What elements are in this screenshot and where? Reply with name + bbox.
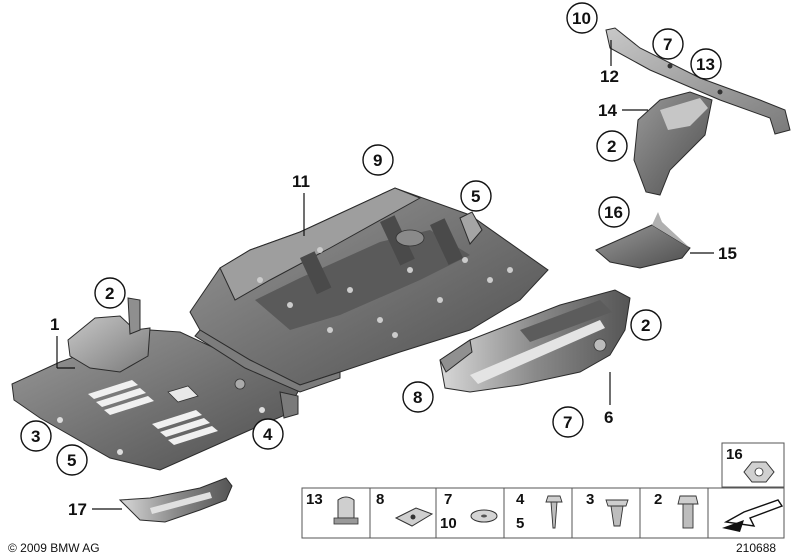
svg-text:16: 16 <box>726 446 743 463</box>
svg-text:7: 7 <box>444 491 452 508</box>
fastener-legend: 16 13 8 7 10 4 5 3 2 <box>301 442 785 539</box>
callout-6: 6 <box>604 372 613 427</box>
svg-text:3: 3 <box>31 427 40 446</box>
callout-7-top: 7 <box>652 28 684 60</box>
copyright-text: © 2009 BMW AG <box>8 541 100 555</box>
callout-11: 11 <box>292 172 310 236</box>
clip-icon <box>333 496 359 525</box>
svg-text:4: 4 <box>516 491 525 508</box>
callout-15: 15 <box>690 244 737 263</box>
svg-text:5: 5 <box>471 187 480 206</box>
legend-cell-13 <box>301 487 371 539</box>
legend-cell-4-5 <box>503 487 573 539</box>
svg-text:7: 7 <box>563 413 572 432</box>
callout-9: 9 <box>362 144 394 176</box>
callout-7-side: 7 <box>552 406 584 438</box>
svg-text:4: 4 <box>263 425 273 444</box>
callout-10: 10 <box>566 2 598 34</box>
svg-text:17: 17 <box>68 500 87 519</box>
cover-plate <box>595 212 691 269</box>
wheel-arch-panel <box>633 91 713 196</box>
svg-text:10: 10 <box>440 515 457 532</box>
expanding-rivet-icon <box>605 499 629 527</box>
front-underbody-panel <box>11 297 301 471</box>
svg-text:3: 3 <box>586 491 594 508</box>
svg-text:6: 6 <box>604 408 613 427</box>
callout-2-arch: 2 <box>596 130 628 162</box>
callout-8: 8 <box>402 381 434 413</box>
callout-2-side: 2 <box>630 309 662 341</box>
callout-17: 17 <box>68 500 122 519</box>
svg-text:14: 14 <box>598 101 617 120</box>
svg-text:7: 7 <box>663 35 672 54</box>
svg-text:15: 15 <box>718 244 737 263</box>
callout-1: 1 <box>50 315 75 369</box>
direction-arrow-icon <box>722 499 784 532</box>
svg-text:9: 9 <box>373 151 382 170</box>
small-bracket <box>118 477 233 523</box>
svg-text:8: 8 <box>413 388 422 407</box>
central-underbody-panel <box>189 187 549 393</box>
side-underbody-panel <box>439 289 631 393</box>
svg-text:2: 2 <box>607 137 616 156</box>
svg-text:2: 2 <box>105 284 114 303</box>
diagram-number: 210688 <box>736 541 776 555</box>
callout-5-front: 5 <box>56 444 88 476</box>
svg-text:5: 5 <box>67 451 76 470</box>
svg-text:13: 13 <box>306 491 323 508</box>
callout-16: 16 <box>598 196 630 228</box>
callout-5-centre: 5 <box>460 180 492 212</box>
legend-cell-2 <box>639 487 709 539</box>
strut-bracket <box>605 27 791 135</box>
svg-text:10: 10 <box>572 9 591 28</box>
svg-text:13: 13 <box>696 55 715 74</box>
bolt-icon <box>677 495 699 529</box>
callout-12: 12 <box>600 40 619 86</box>
svg-text:8: 8 <box>376 491 384 508</box>
svg-text:16: 16 <box>604 203 623 222</box>
callout-14: 14 <box>598 101 648 120</box>
svg-text:5: 5 <box>516 515 524 532</box>
svg-text:2: 2 <box>641 316 650 335</box>
screw-icon <box>545 495 563 529</box>
legend-cell-3 <box>571 487 641 539</box>
svg-text:11: 11 <box>292 172 310 191</box>
callout-13: 13 <box>690 48 722 80</box>
svg-text:2: 2 <box>654 491 662 508</box>
svg-text:1: 1 <box>50 315 59 334</box>
callout-4: 4 <box>252 418 284 450</box>
callout-3: 3 <box>20 420 52 452</box>
callout-2-front: 2 <box>94 277 126 309</box>
svg-text:12: 12 <box>600 67 619 86</box>
